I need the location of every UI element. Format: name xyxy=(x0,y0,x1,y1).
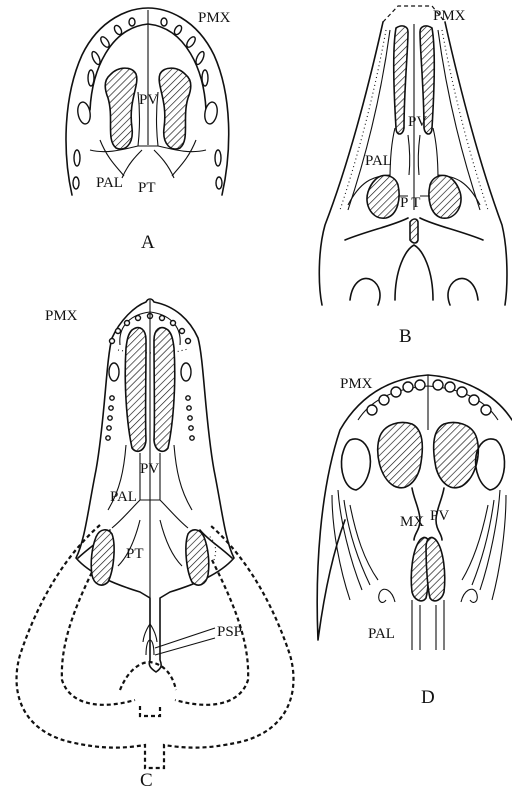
panel-a-right-choana xyxy=(159,68,191,149)
panel-c-caption: C xyxy=(140,770,153,790)
panel-b-caption: B xyxy=(399,326,412,347)
panel-b-skull-outline xyxy=(319,22,507,305)
panel-d-left-lines xyxy=(332,490,378,600)
panel-c-label-pal: PAL xyxy=(110,489,137,505)
panel-c-label-psp: PSP xyxy=(217,624,242,640)
panel-b-left-choana xyxy=(394,26,408,134)
panel-d: PMX MX PV PAL D xyxy=(317,375,512,708)
panel-a-left-choana xyxy=(105,68,137,149)
panel-b: PMX PV PAL P T B xyxy=(319,6,507,347)
panel-a-label-pv: PV xyxy=(139,92,158,108)
panel-c-left-fenestra xyxy=(91,530,114,585)
panel-d-label-pmx: PMX xyxy=(340,376,373,392)
panel-b-label-pt: P T xyxy=(400,195,420,211)
panel-b-label-pv: PV xyxy=(408,114,427,130)
panel-d-right-lines xyxy=(462,490,506,600)
panel-c-label-pmx: PMX xyxy=(45,308,78,324)
panel-c-label-pv: PV xyxy=(140,461,159,477)
panel-b-interpterygoid-vacuity xyxy=(410,219,418,243)
panel-d-right-choana xyxy=(434,423,479,488)
panel-d-right-vomer xyxy=(426,538,445,601)
panel-a-label-pmx: PMX xyxy=(198,10,231,26)
panel-a-label-pal: PAL xyxy=(96,175,123,191)
panel-a-palatine-suture xyxy=(90,140,206,176)
panel-c-label-pt: PT xyxy=(126,546,144,562)
panel-c-psp-leader xyxy=(155,628,215,648)
panel-d-caption: D xyxy=(421,687,435,708)
panel-d-label-pal: PAL xyxy=(368,626,395,642)
panel-b-left-fenestra xyxy=(367,175,399,218)
panel-a-label-pt: PT xyxy=(138,180,156,196)
panel-b-label-pmx: PMX xyxy=(433,8,466,24)
panel-a-caption: A xyxy=(141,232,155,253)
panel-d-left-choana xyxy=(378,423,423,488)
panel-c-right-choana xyxy=(154,328,175,452)
panel-c: PMX PV PAL PT PSP C xyxy=(17,299,294,790)
panel-a: PMX PV PAL PT A xyxy=(66,8,231,253)
panel-b-right-fenestra xyxy=(429,175,461,218)
panel-d-right-orbit xyxy=(476,439,505,490)
panel-d-label-pv: PV xyxy=(430,508,449,524)
panel-c-left-choana xyxy=(125,328,146,452)
panel-d-left-orbit xyxy=(342,439,371,490)
panel-d-skull-outline xyxy=(317,375,512,640)
panel-a-pterygoid xyxy=(122,150,174,178)
panel-c-psp-leader-2 xyxy=(155,638,215,655)
panel-c-right-fenestra xyxy=(186,530,209,585)
panel-b-label-pal: PAL xyxy=(365,153,392,169)
panel-d-label-mx: MX xyxy=(400,514,424,530)
panel-c-restored-outline xyxy=(17,525,294,768)
